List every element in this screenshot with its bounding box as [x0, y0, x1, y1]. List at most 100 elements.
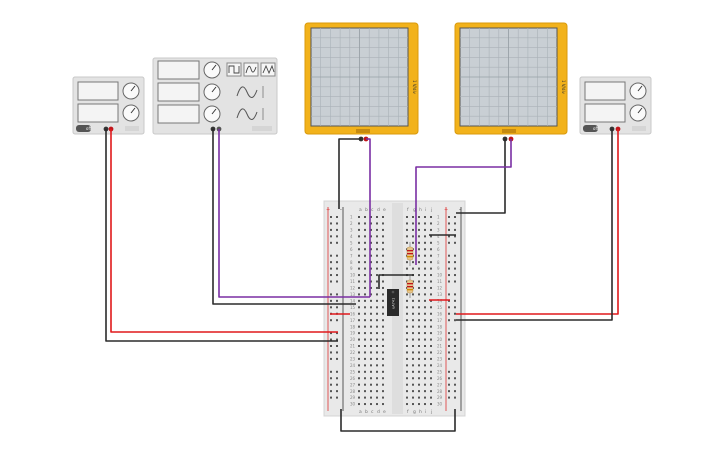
breadboard-hole[interactable] [406, 319, 408, 322]
rail-hole[interactable] [336, 254, 338, 257]
breadboard-hole[interactable] [424, 370, 426, 373]
breadboard-hole[interactable] [418, 332, 420, 335]
breadboard-hole[interactable] [382, 286, 384, 289]
rail-hole[interactable] [330, 280, 332, 283]
breadboard-hole[interactable] [364, 280, 366, 283]
breadboard-hole[interactable] [418, 396, 420, 399]
wire-red-left-psu[interactable] [110, 129, 338, 333]
rail-hole[interactable] [330, 396, 332, 399]
breadboard-hole[interactable] [370, 228, 372, 231]
breadboard-hole[interactable] [412, 306, 414, 309]
function-generator[interactable] [152, 57, 278, 135]
rail-hole[interactable] [454, 216, 456, 218]
breadboard-hole[interactable] [406, 312, 408, 315]
breadboard-hole[interactable] [418, 390, 420, 393]
breadboard-hole[interactable] [418, 222, 420, 225]
breadboard-hole[interactable] [370, 325, 372, 328]
breadboard-hole[interactable] [382, 357, 384, 360]
breadboard-hole[interactable] [424, 216, 426, 218]
breadboard-hole[interactable] [370, 222, 372, 225]
rail-hole[interactable] [454, 390, 456, 393]
rail-hole[interactable] [448, 351, 450, 354]
breadboard-hole[interactable] [358, 403, 360, 406]
breadboard-hole[interactable] [382, 254, 384, 257]
breadboard-hole[interactable] [358, 222, 360, 225]
breadboard-hole[interactable] [364, 403, 366, 406]
breadboard-hole[interactable] [364, 286, 366, 289]
rail-hole[interactable] [454, 293, 456, 296]
breadboard-hole[interactable] [424, 383, 426, 386]
breadboard-hole[interactable] [430, 357, 432, 360]
breadboard-hole[interactable] [424, 228, 426, 231]
breadboard-hole[interactable] [406, 332, 408, 335]
rail-hole[interactable] [330, 241, 332, 244]
breadboard-hole[interactable] [424, 351, 426, 354]
breadboard-hole[interactable] [430, 293, 432, 296]
rail-hole[interactable] [336, 390, 338, 393]
square-wave-icon[interactable] [226, 62, 242, 77]
breadboard-hole[interactable] [370, 403, 372, 406]
breadboard-hole[interactable] [406, 364, 408, 367]
breadboard-hole[interactable] [364, 261, 366, 264]
breadboard-hole[interactable] [382, 319, 384, 322]
rail-hole[interactable] [330, 377, 332, 380]
rail-hole[interactable] [454, 254, 456, 257]
breadboard-hole[interactable] [418, 351, 420, 354]
breadboard-hole[interactable] [382, 280, 384, 283]
breadboard-hole[interactable] [406, 216, 408, 218]
breadboard-hole[interactable] [406, 228, 408, 231]
breadboard-hole[interactable] [358, 267, 360, 270]
breadboard-hole[interactable] [406, 261, 408, 264]
breadboard-hole[interactable] [424, 377, 426, 380]
breadboard-hole[interactable] [412, 390, 414, 393]
rail-hole[interactable] [336, 241, 338, 244]
wire-black-bottom-loop[interactable] [340, 409, 456, 432]
breadboard-hole[interactable] [364, 306, 366, 309]
rail-hole[interactable] [448, 222, 450, 225]
rail-hole[interactable] [336, 274, 338, 277]
breadboard-hole[interactable] [430, 267, 432, 270]
wire-purple-scope1[interactable] [366, 138, 371, 297]
breadboard-hole[interactable] [406, 390, 408, 393]
breadboard-hole[interactable] [430, 312, 432, 315]
breadboard-hole[interactable] [412, 319, 414, 322]
breadboard-hole[interactable] [424, 254, 426, 257]
breadboard-hole[interactable] [376, 370, 378, 373]
rail-hole[interactable] [448, 267, 450, 270]
breadboard-hole[interactable] [418, 377, 420, 380]
breadboard-hole[interactable] [376, 228, 378, 231]
breadboard-hole[interactable] [376, 216, 378, 218]
breadboard-hole[interactable] [370, 261, 372, 264]
rail-hole[interactable] [448, 332, 450, 335]
breadboard-hole[interactable] [376, 319, 378, 322]
breadboard-hole[interactable] [358, 351, 360, 354]
breadboard-hole[interactable] [382, 370, 384, 373]
rail-hole[interactable] [330, 235, 332, 238]
breadboard-hole[interactable] [418, 325, 420, 328]
breadboard-hole[interactable] [424, 241, 426, 244]
power-supply-right[interactable]: off [579, 76, 652, 135]
wire-black-scope2[interactable] [456, 139, 506, 214]
breadboard-hole[interactable] [364, 274, 366, 277]
breadboard-hole[interactable] [376, 325, 378, 328]
breadboard-hole[interactable] [412, 396, 414, 399]
rail-hole[interactable] [330, 254, 332, 257]
breadboard-hole[interactable] [424, 325, 426, 328]
breadboard-hole[interactable] [358, 241, 360, 244]
breadboard-hole[interactable] [382, 312, 384, 315]
breadboard-hole[interactable] [412, 222, 414, 225]
breadboard-hole[interactable] [430, 248, 432, 251]
breadboard-hole[interactable] [376, 222, 378, 225]
breadboard-hole[interactable] [382, 332, 384, 335]
breadboard-hole[interactable] [424, 306, 426, 309]
breadboard-hole[interactable] [430, 228, 432, 231]
breadboard-hole[interactable] [364, 332, 366, 335]
breadboard-hole[interactable] [382, 396, 384, 399]
wire-black-fg[interactable] [212, 129, 356, 305]
breadboard-hole[interactable] [364, 222, 366, 225]
breadboard-hole[interactable] [412, 325, 414, 328]
breadboard-hole[interactable] [382, 345, 384, 347]
breadboard-hole[interactable] [376, 235, 378, 238]
breadboard-hole[interactable] [358, 396, 360, 399]
breadboard-hole[interactable] [358, 254, 360, 257]
